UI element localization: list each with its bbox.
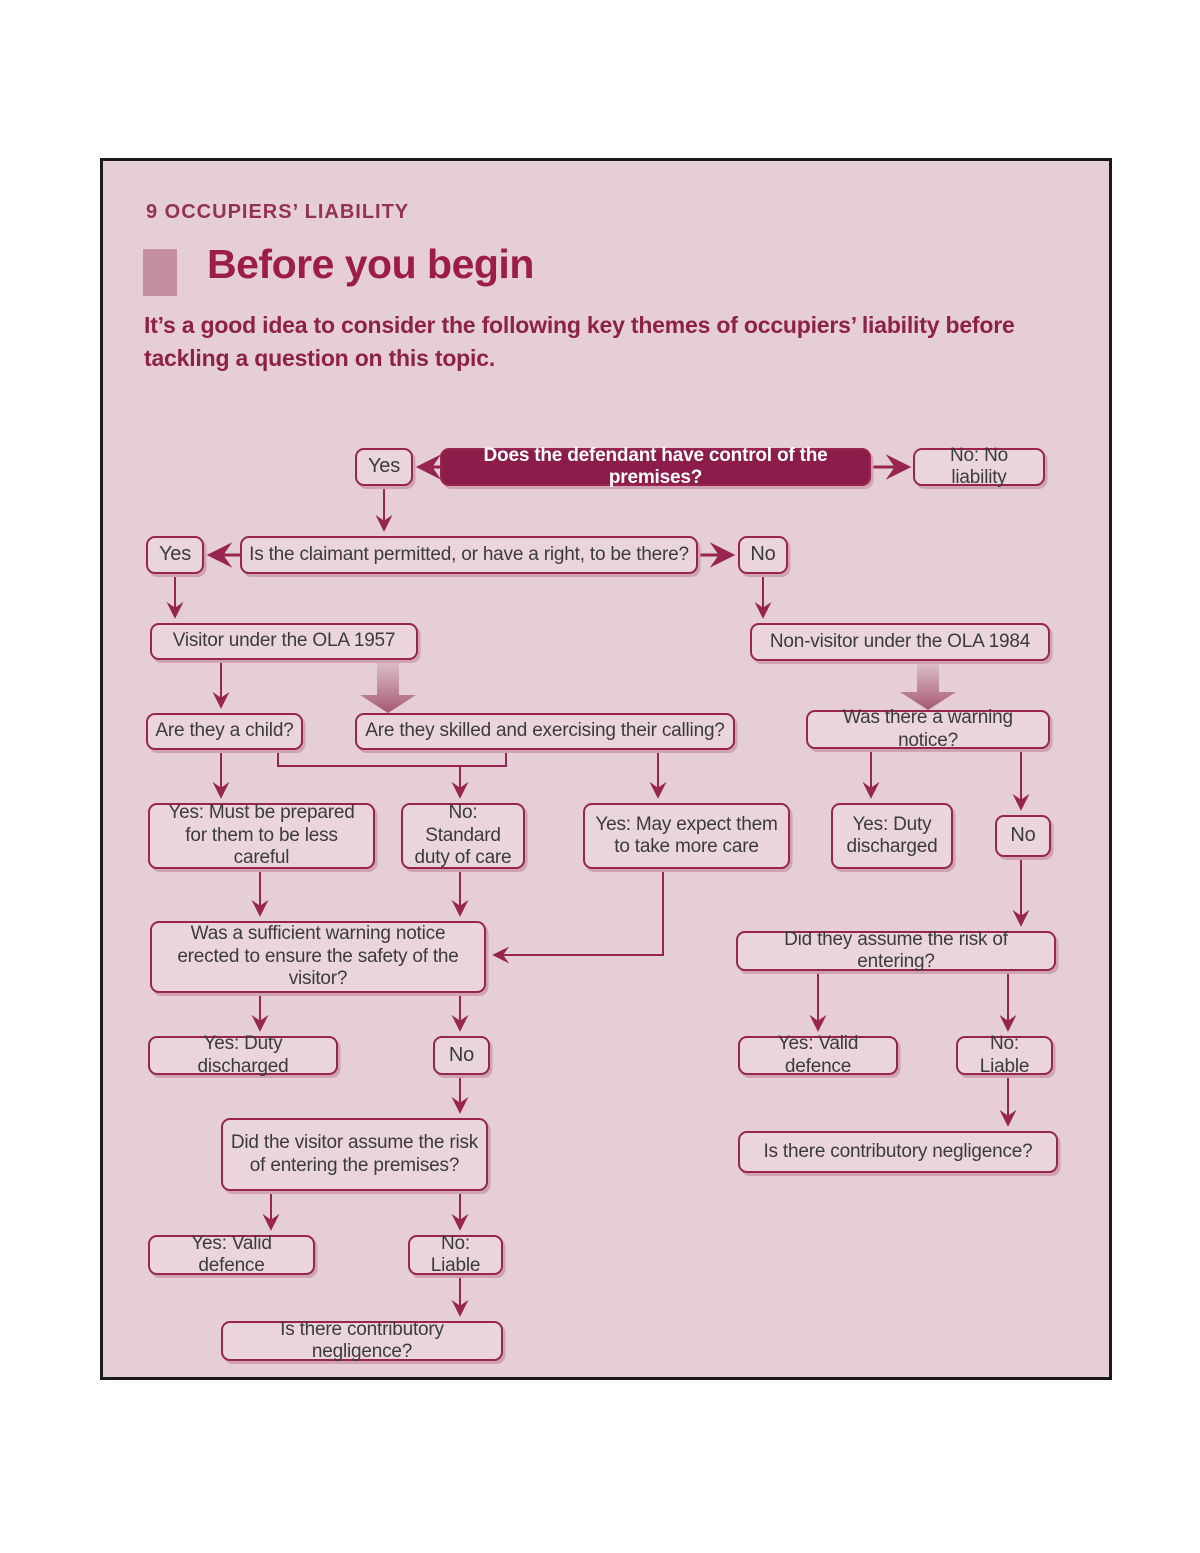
node-standard-duty: No: Standard duty of care <box>401 802 525 869</box>
node-question-sufficient-warning: Was a sufficient warning notice erected … <box>150 921 486 993</box>
flowchart-connectors <box>166 454 1030 1317</box>
node-question-control: Does the defendant have control of the p… <box>440 445 871 488</box>
connector-lines <box>166 454 1030 1317</box>
node-duty-discharged-left: Yes: Duty discharged <box>148 1033 338 1077</box>
node-question-permitted: Is the claimant permitted, or have a rig… <box>240 536 698 574</box>
node-question-assume-risk-right: Did they assume the risk of entering? <box>736 929 1056 972</box>
node-liable-right: No: Liable <box>956 1033 1053 1077</box>
node-liable-left: No: Liable <box>408 1233 503 1276</box>
node-no-sufficient-warning: No <box>433 1036 490 1075</box>
node-nonvisitor-ola1984: Non-visitor under the OLA 1984 <box>750 623 1050 661</box>
node-may-expect-more-care: Yes: May expect them to take more care <box>583 803 790 869</box>
node-yes-control: Yes <box>355 448 413 486</box>
book-page: 9 OCCUPIERS’ LIABILITY Before you begin … <box>100 158 1112 1380</box>
node-contributory-negligence-right: Is there contributory negligence? <box>738 1131 1058 1173</box>
node-must-be-prepared: Yes: Must be prepared for them to be les… <box>148 802 375 869</box>
node-valid-defence-right: Yes: Valid defence <box>738 1033 898 1077</box>
node-no-liability: No: No liability <box>913 445 1045 488</box>
intro-text: It’s a good idea to consider the followi… <box>144 312 1015 371</box>
node-contributory-negligence-left: Is there contributory negligence? <box>221 1319 503 1362</box>
thick-arrow-nonvisitor <box>900 662 956 710</box>
node-question-visitor-assume-risk: Did the visitor assume the risk of enter… <box>221 1118 488 1191</box>
node-no-permitted: No <box>738 536 788 574</box>
thick-block-arrows <box>360 661 956 713</box>
chapter-header: 9 OCCUPIERS’ LIABILITY <box>146 201 410 223</box>
node-no-warning-right: No <box>995 815 1051 857</box>
node-question-skilled: Are they skilled and exercising their ca… <box>355 713 735 750</box>
node-question-warning-notice: Was there a warning notice? <box>806 707 1050 751</box>
node-visitor-ola1957: Visitor under the OLA 1957 <box>150 623 418 660</box>
node-question-child: Are they a child? <box>146 713 303 750</box>
page-title: Before you begin <box>207 241 534 287</box>
node-duty-discharged-right: Yes: Duty discharged <box>831 803 953 869</box>
thick-arrow-visitor <box>360 661 416 713</box>
section-bullet-square <box>143 249 177 296</box>
node-yes-permitted: Yes <box>146 536 204 574</box>
node-valid-defence-left: Yes: Valid defence <box>148 1233 315 1276</box>
